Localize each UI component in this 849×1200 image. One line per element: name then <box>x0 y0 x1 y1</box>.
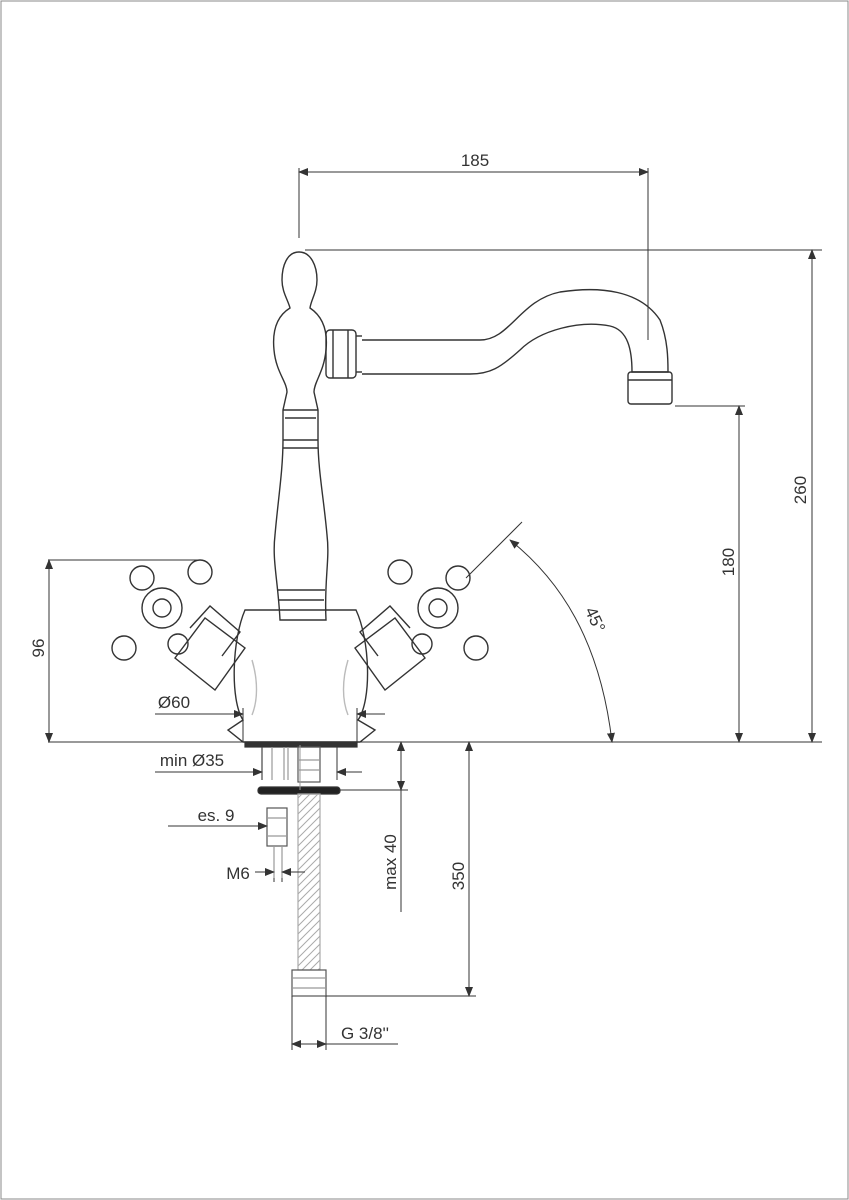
under-deck-parts <box>244 741 358 1050</box>
right-cross-handle <box>387 559 489 661</box>
faucet-column <box>272 251 329 621</box>
faucet-aerator <box>627 371 673 405</box>
nut-thickness-label: es. 9 <box>198 806 235 825</box>
base-diameter-label: Ø60 <box>158 693 190 712</box>
total-height-label: 260 <box>791 476 810 504</box>
max-deck-thickness-label: max 40 <box>381 834 400 890</box>
spout-angle-label: 45° <box>581 604 609 635</box>
spout-height-label: 180 <box>719 548 738 576</box>
hole-diameter-label: min Ø35 <box>160 751 224 770</box>
braided-hose <box>297 793 321 971</box>
spout-reach-label: 185 <box>461 151 489 170</box>
faucet-spout <box>362 288 669 375</box>
stud-thread-label: M6 <box>226 864 250 883</box>
left-cross-handle <box>111 559 213 661</box>
hose-length-label: 350 <box>449 862 468 890</box>
handle-height-label: 96 <box>29 639 48 658</box>
faucet-base <box>226 609 377 743</box>
faucet-drawing <box>111 251 673 743</box>
hose-fitting-label: G 3/8'' <box>341 1024 389 1043</box>
dimension-lines <box>45 168 822 1048</box>
